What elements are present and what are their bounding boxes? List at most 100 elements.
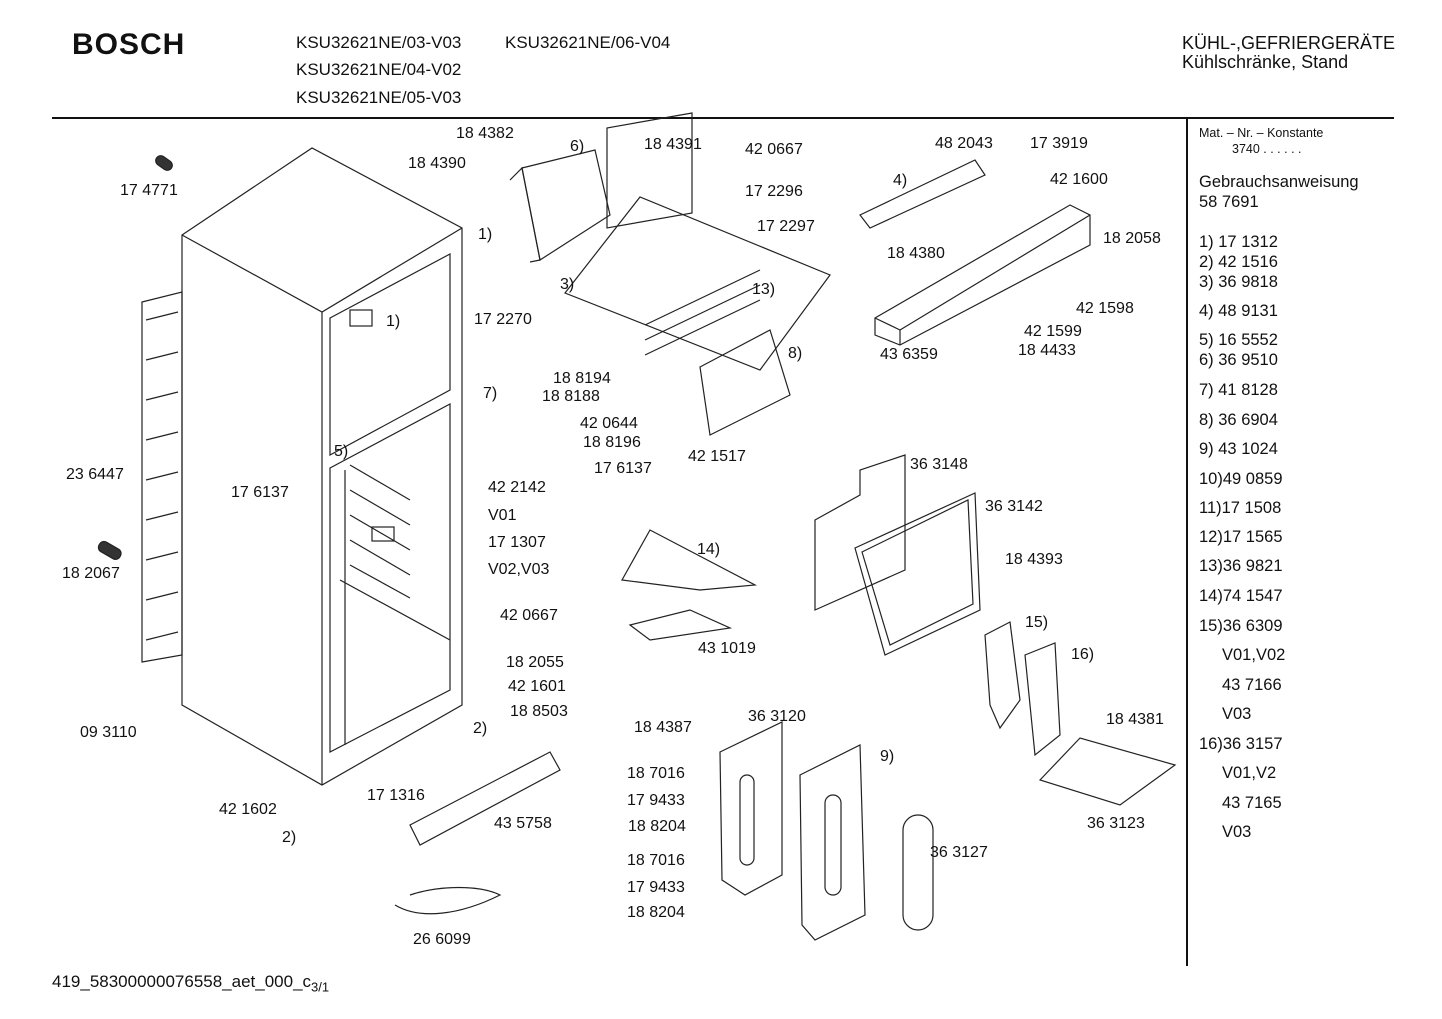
document-code: 419_58300000076558_aet_000_c3/1 bbox=[52, 972, 329, 994]
part-label: 43 1019 bbox=[698, 640, 756, 657]
part-label: V01 bbox=[488, 507, 517, 524]
manual-number: 58 7691 bbox=[1199, 193, 1259, 211]
part-label: 2) bbox=[473, 720, 488, 737]
part-label: 42 1600 bbox=[1050, 171, 1108, 188]
parts-list-item: 12)17 1565 bbox=[1199, 528, 1283, 546]
cabinet-drawing bbox=[181, 147, 463, 786]
part-label: 18 8204 bbox=[628, 818, 686, 835]
part-label: 14) bbox=[697, 541, 721, 558]
part-label: 42 1598 bbox=[1076, 300, 1134, 317]
part-label: 42 0667 bbox=[500, 607, 558, 624]
part-label: 9) bbox=[880, 748, 895, 765]
part-label: 42 2142 bbox=[488, 479, 546, 496]
part-label: 18 4390 bbox=[408, 155, 466, 172]
part-label: 18 4433 bbox=[1018, 342, 1076, 359]
manual-label: Gebrauchsanweisung bbox=[1199, 173, 1359, 191]
document-code-text: 419_58300000076558_aet_000_c bbox=[52, 972, 312, 991]
part-label: 18 4380 bbox=[887, 245, 945, 262]
part-label: 36 3123 bbox=[1087, 815, 1145, 832]
sidebar-divider bbox=[1186, 118, 1188, 966]
part-label: 7) bbox=[483, 385, 498, 402]
parts-list-item: 9) 43 1024 bbox=[1199, 440, 1278, 458]
page-indicator: 3/1 bbox=[311, 979, 330, 995]
part-label: 42 1602 bbox=[219, 801, 277, 818]
part-label: 18 2055 bbox=[506, 654, 564, 671]
parts-list-item: 1) 17 1312 bbox=[1199, 233, 1278, 251]
part-label: 18 4382 bbox=[456, 125, 514, 142]
part-label: 18 8194 bbox=[553, 370, 611, 387]
part-label: 18 4381 bbox=[1106, 711, 1164, 728]
parts-list-item: 6) 36 9510 bbox=[1199, 351, 1278, 369]
parts-list-item: 3) 36 9818 bbox=[1199, 273, 1278, 291]
parts-list-item: 5) 16 5552 bbox=[1199, 331, 1278, 349]
parts-list-variant: V01,V2 bbox=[1222, 764, 1277, 782]
part-label: 17 2296 bbox=[745, 183, 803, 200]
category-subtitle: Kühlschränke, Stand bbox=[1182, 52, 1349, 72]
part-label: 18 8188 bbox=[542, 388, 600, 405]
parts-list-item: 8) 36 6904 bbox=[1199, 411, 1278, 429]
material-number-value: 3740 . . . . . . bbox=[1232, 142, 1302, 156]
model-number: KSU32621NE/06-V04 bbox=[505, 33, 671, 52]
parts-list-variant: V01,V02 bbox=[1222, 646, 1286, 664]
part-label: 5) bbox=[334, 443, 349, 460]
part-label: 18 7016 bbox=[627, 852, 685, 869]
part-label: 17 9433 bbox=[627, 879, 685, 896]
part-label: 15) bbox=[1025, 614, 1049, 631]
part-label: 23 6447 bbox=[66, 466, 124, 483]
parts-list-item: 7) 41 8128 bbox=[1199, 381, 1278, 399]
parts-list-item: 15)36 6309 bbox=[1199, 617, 1283, 635]
part-label: 42 0644 bbox=[580, 415, 638, 432]
model-number: KSU32621NE/03-V03 bbox=[296, 33, 462, 52]
model-number: KSU32621NE/05-V03 bbox=[296, 88, 462, 107]
part-label: 6) bbox=[570, 138, 585, 155]
part-label: 36 3148 bbox=[910, 456, 968, 473]
part-label: 17 1316 bbox=[367, 787, 425, 804]
part-label: 26 6099 bbox=[413, 931, 471, 948]
parts-list-variant: V03 bbox=[1222, 823, 1252, 841]
parts-list-item: 13)36 9821 bbox=[1199, 557, 1283, 575]
part-label: 36 3127 bbox=[930, 844, 988, 861]
part-label: 18 8196 bbox=[583, 434, 641, 451]
parts-list-variant: V03 bbox=[1222, 705, 1252, 723]
part-label: 18 4387 bbox=[634, 719, 692, 736]
part-label: 43 5758 bbox=[494, 815, 552, 832]
category-title: KÜHL-,GEFRIERGERÄTE bbox=[1182, 33, 1396, 53]
part-label: 17 6137 bbox=[594, 460, 652, 477]
parts-list-item: 11)17 1508 bbox=[1199, 499, 1282, 517]
parts-list-item: 14)74 1547 bbox=[1199, 587, 1283, 605]
parts-list-variant: 43 7165 bbox=[1222, 794, 1282, 812]
part-label: 48 2043 bbox=[935, 135, 993, 152]
part-label: V02,V03 bbox=[488, 561, 550, 578]
parts-list-item: 2) 42 1516 bbox=[1199, 253, 1278, 271]
part-label: 8) bbox=[788, 345, 803, 362]
part-label: 42 0667 bbox=[745, 141, 803, 158]
part-label: 13) bbox=[752, 281, 776, 298]
part-label: 36 3142 bbox=[985, 498, 1043, 515]
part-label: 18 8503 bbox=[510, 703, 568, 720]
part-label: 18 4391 bbox=[644, 136, 702, 153]
parts-list-item: 10)49 0859 bbox=[1199, 470, 1283, 488]
part-label: 1) bbox=[478, 226, 493, 243]
part-label: 17 9433 bbox=[627, 792, 685, 809]
part-label: 18 7016 bbox=[627, 765, 685, 782]
brand-logo: BOSCH bbox=[72, 28, 186, 61]
model-number: KSU32621NE/04-V02 bbox=[296, 60, 462, 79]
part-label: 3) bbox=[560, 276, 575, 293]
part-label: 17 2270 bbox=[474, 311, 532, 328]
part-label: 4) bbox=[893, 172, 908, 189]
part-label: 2) bbox=[282, 829, 297, 846]
material-number-label: Mat. – Nr. – Konstante bbox=[1199, 126, 1324, 140]
part-label: 36 3120 bbox=[748, 708, 806, 725]
part-label: 17 1307 bbox=[488, 534, 546, 551]
parts-list-variant: 43 7166 bbox=[1222, 676, 1282, 694]
part-label: 09 3110 bbox=[80, 724, 137, 741]
part-label: 17 4771 bbox=[120, 182, 178, 199]
part-label: 16) bbox=[1071, 646, 1095, 663]
part-label: 17 6137 bbox=[231, 484, 289, 501]
header-divider bbox=[52, 117, 1394, 119]
exploded-view-drawing bbox=[97, 112, 1177, 941]
part-label: 18 2058 bbox=[1103, 230, 1161, 247]
parts-list-item: 4) 48 9131 bbox=[1199, 302, 1278, 320]
part-label: 42 1599 bbox=[1024, 323, 1082, 340]
parts-list-item: 16)36 3157 bbox=[1199, 735, 1283, 753]
